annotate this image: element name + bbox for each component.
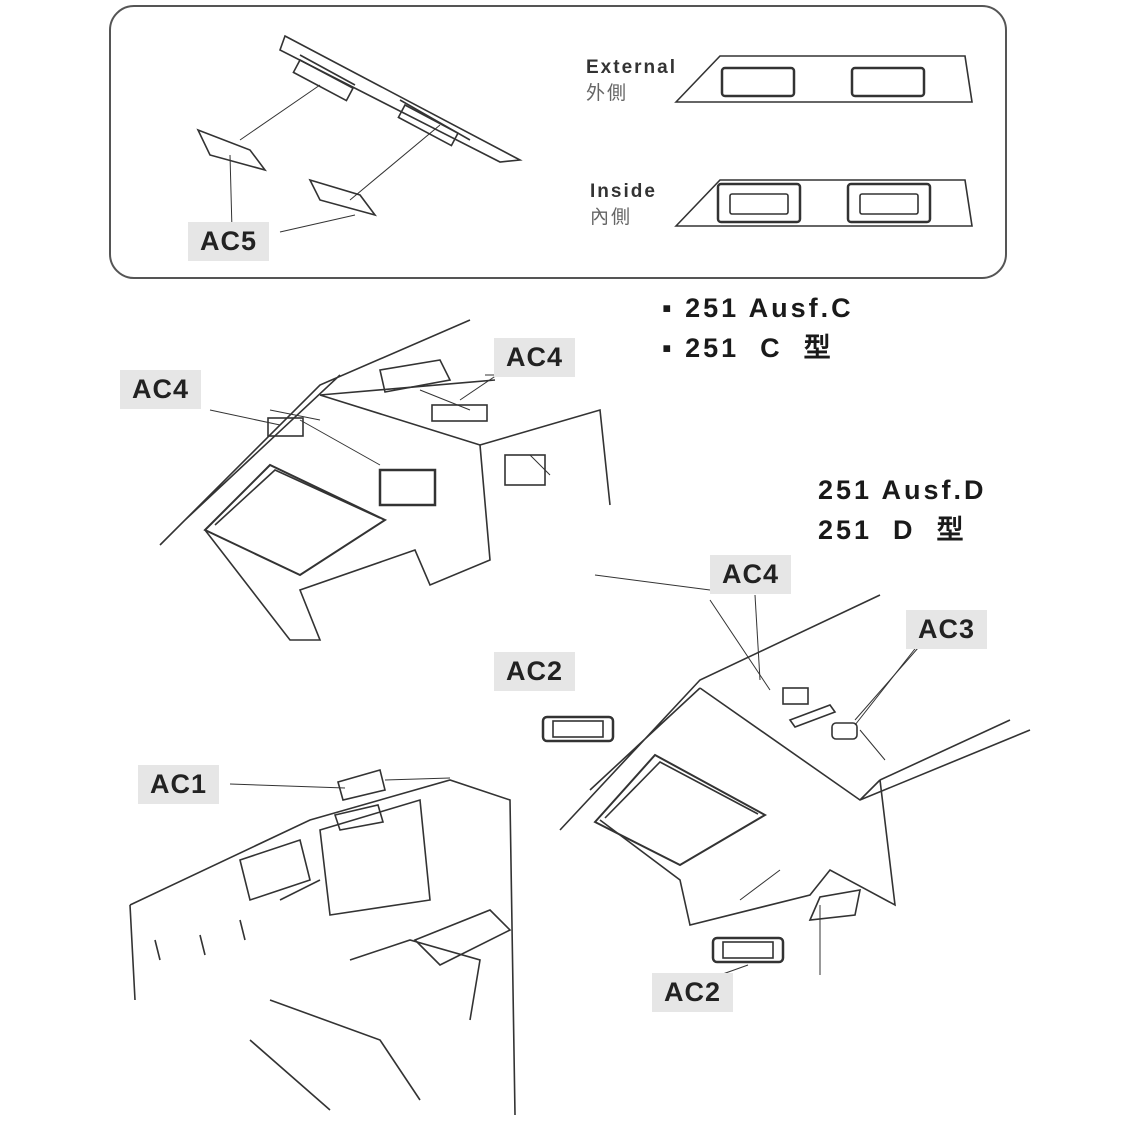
inside-label: Inside: [590, 181, 657, 202]
part-label-ac5: AC5: [188, 222, 270, 261]
hull-lower-drawing: [129, 769, 516, 1116]
external-label-cn: 外側: [586, 83, 629, 104]
part-label-ac3: AC3: [906, 610, 988, 649]
leader-line: [459, 374, 498, 401]
armor-plate-drawing: [196, 34, 523, 233]
external-view-drawing: [674, 55, 973, 103]
part-label-ac1: AC1: [138, 765, 220, 804]
part-label-ac4-d: AC4: [710, 555, 792, 594]
part-label-ac4-left: AC4: [120, 370, 202, 409]
inside-label-cn: 內側: [590, 207, 633, 228]
leader-line: [754, 594, 761, 681]
ac2-part-top: [541, 715, 615, 743]
part-label-ac2-top: AC2: [494, 652, 576, 691]
leader-line: [209, 409, 281, 426]
part-label-ac4-right: AC4: [494, 338, 576, 377]
variant-d-title: 251 Ausf.D: [818, 475, 987, 505]
hull-c-drawing: [159, 319, 611, 641]
hull-d-drawing: [559, 574, 1031, 975]
external-label: External: [586, 57, 677, 78]
detail-box-frame: [109, 5, 1007, 279]
leader-line: [854, 647, 919, 721]
variant-d-title-cn: 251 D 型: [818, 515, 967, 545]
variant-c-title: ▪ 251 Ausf.C: [662, 293, 854, 323]
inside-view-drawing: [674, 179, 973, 227]
part-label-ac2-bottom: AC2: [652, 973, 734, 1012]
variant-c-title-cn: ▪ 251 C 型: [662, 333, 834, 363]
ac2-part-bottom: [711, 936, 785, 964]
